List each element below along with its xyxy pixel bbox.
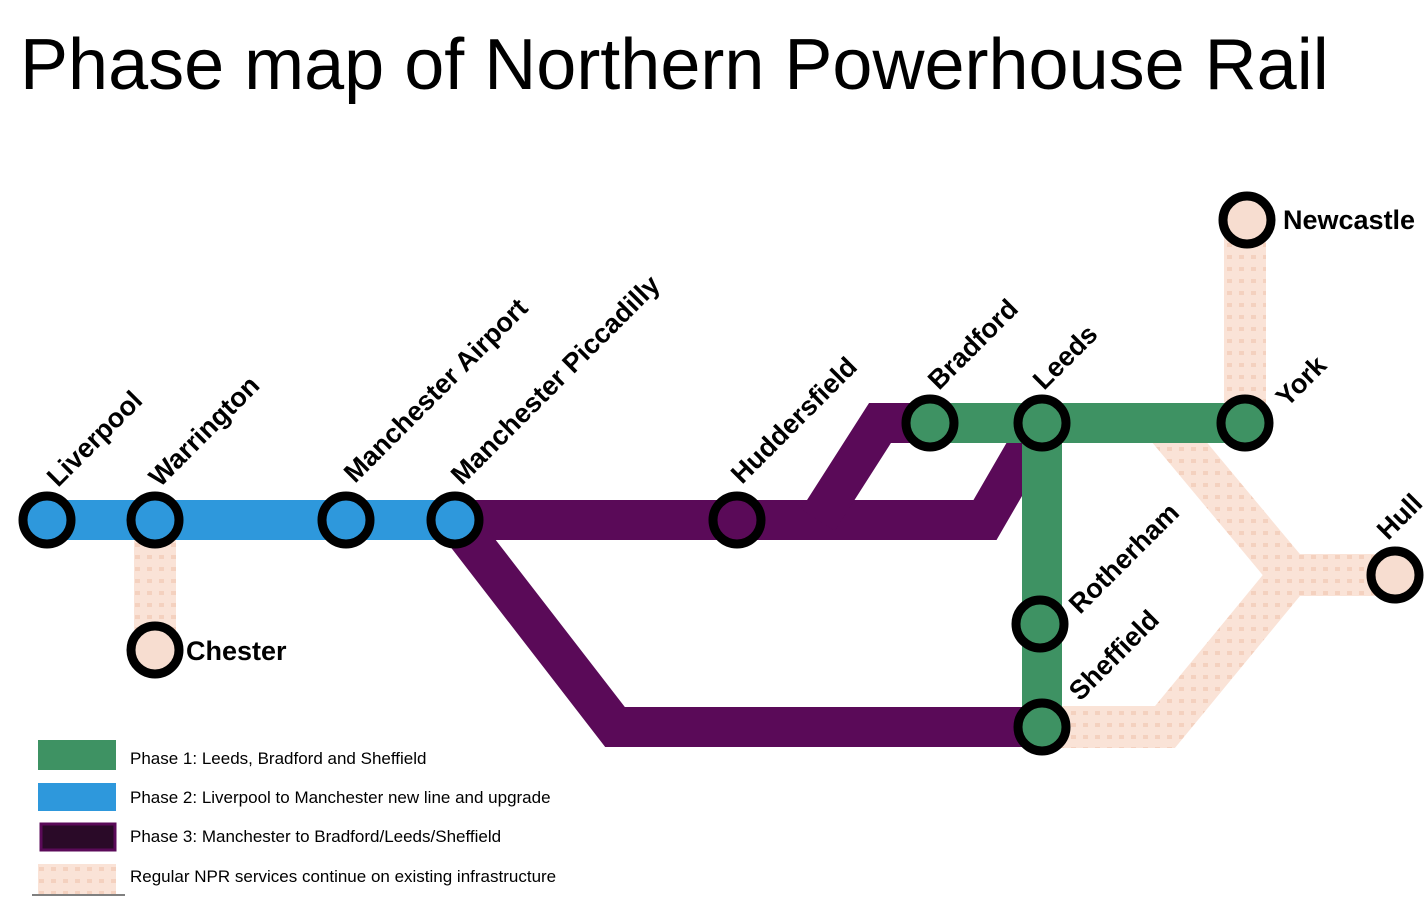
station-hull xyxy=(1366,546,1424,604)
station-sheffield xyxy=(1013,698,1071,756)
station-rotherham xyxy=(1011,595,1069,653)
station-warrington xyxy=(126,491,184,549)
label-york: York xyxy=(1270,349,1333,412)
legend-label-phase2: Phase 2: Liverpool to Manchester new lin… xyxy=(130,788,551,807)
legend-label-existing: Regular NPR services continue on existin… xyxy=(130,867,556,886)
label-warrington: Warrington xyxy=(143,370,265,492)
station-manchester-airport xyxy=(317,491,375,549)
legend-swatch-phase3 xyxy=(39,822,117,852)
legend-swatch-phase2 xyxy=(38,783,116,811)
station-chester xyxy=(126,621,184,679)
legend-label-phase3: Phase 3: Manchester to Bradford/Leeds/Sh… xyxy=(130,827,501,846)
label-hull: Hull xyxy=(1371,488,1426,545)
label-bradford: Bradford xyxy=(922,293,1024,395)
existing-lines xyxy=(134,220,1395,748)
stations xyxy=(18,191,1424,756)
phase3-line-piccadilly-huddersfield-leeds xyxy=(455,414,1058,540)
label-sheffield: Sheffield xyxy=(1063,604,1165,706)
station-york xyxy=(1216,394,1274,452)
legend-swatch-phase1 xyxy=(38,740,116,770)
station-newcastle xyxy=(1218,191,1276,249)
legend-label-phase1: Phase 1: Leeds, Bradford and Sheffield xyxy=(130,749,426,768)
label-rotherham: Rotherham xyxy=(1063,497,1185,619)
station-leeds xyxy=(1013,394,1071,452)
existing-line-sheffield-hull xyxy=(1042,561,1307,748)
label-leeds: Leeds xyxy=(1027,319,1103,395)
station-manchester-piccadilly xyxy=(426,491,484,549)
phase1-lines xyxy=(930,403,1245,727)
label-newcastle: Newcastle xyxy=(1283,205,1415,235)
existing-line-york-hull xyxy=(1148,411,1395,596)
station-huddersfield xyxy=(708,491,766,549)
legend-swatch-existing xyxy=(38,864,116,894)
station-liverpool xyxy=(18,491,76,549)
label-chester: Chester xyxy=(186,636,287,666)
phase3-line-piccadilly-sheffield xyxy=(439,507,1042,747)
station-bradford xyxy=(901,394,959,452)
page-title: Phase map of Northern Powerhouse Rail xyxy=(20,25,1329,105)
label-liverpool: Liverpool xyxy=(41,385,148,492)
label-manchester-airport: Manchester Airport xyxy=(338,293,534,489)
label-manchester-piccadilly: Manchester Piccadilly xyxy=(445,270,666,491)
legend: Phase 1: Leeds, Bradford and Sheffield P… xyxy=(32,740,556,896)
